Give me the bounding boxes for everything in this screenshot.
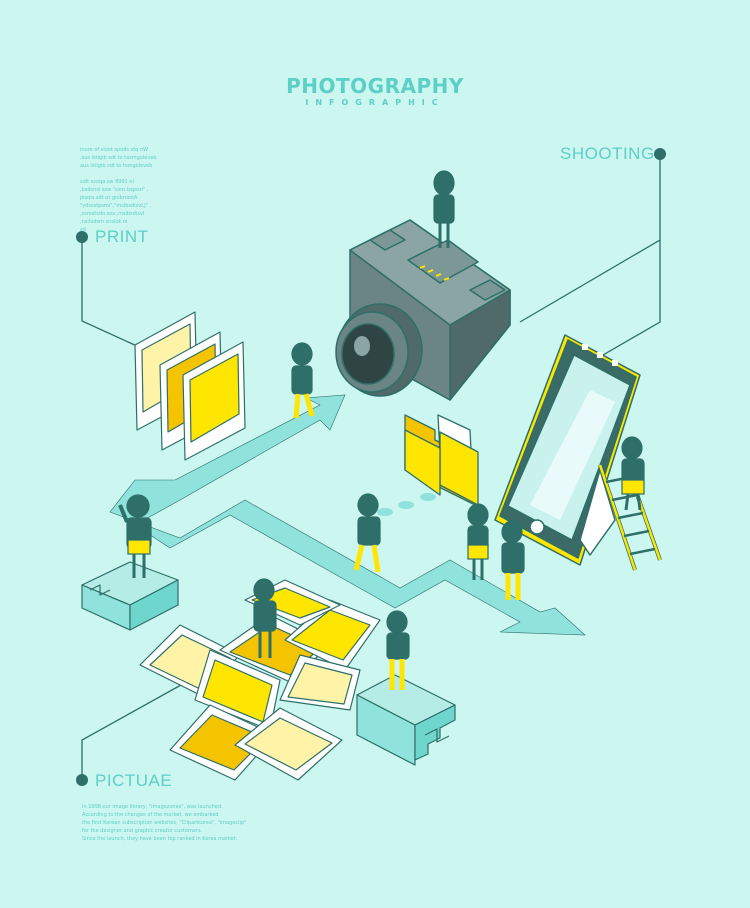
- text-line: aus lstigib sdt to tsmgoleveb: [80, 163, 153, 169]
- connector-dots: [76, 148, 666, 786]
- text-line: sdit ssoqa sw 8991 ni: [80, 179, 134, 185]
- print-connector-line: [81, 237, 151, 353]
- text-line: "ydssstpsmi","msibsdisvI.J" ,: [80, 203, 152, 209]
- label-pictuae: PICTUAE: [95, 771, 173, 790]
- text-line: inure of sloot spods stq nW: [80, 147, 149, 153]
- person-woman-back: [467, 503, 489, 580]
- text-line: According to the changes of the market, …: [82, 812, 219, 818]
- arrow-path: [109, 394, 586, 636]
- person-walking-top: [291, 342, 315, 419]
- text-line: pisqls sdt ot gnibroooA: [80, 195, 138, 201]
- text-line: ,sus lstigib sdt to tasmgoleveb: [80, 155, 157, 161]
- person-on-ladder: [621, 436, 645, 511]
- text-line: In 1998 our image library, "imagezones",…: [82, 804, 223, 810]
- text-line: ,nsitsdsm snsiok nI: [80, 219, 128, 225]
- page-subtitle: INFOGRAPHIC: [305, 98, 445, 107]
- pictuae-dot: [76, 774, 88, 786]
- path-dot: [377, 508, 393, 516]
- label-shooting: SHOOTING: [560, 144, 655, 163]
- text-line: for the designer and graphic creator cus…: [82, 828, 203, 834]
- text-line: ,ssmstsdo sxs ,msibsdisvI: [80, 211, 145, 217]
- stairs: [356, 674, 456, 766]
- mirrored-text-block: inure of sloot spods stq nW ,sus lstigib…: [80, 146, 157, 234]
- connector-lines: [81, 154, 661, 780]
- person-on-photos: [253, 578, 277, 658]
- person-on-camera: [433, 170, 455, 248]
- block-platform: [81, 561, 179, 631]
- people: [118, 170, 645, 690]
- text-line: ,bsdsnsl ssw "ssm.lsqasri" ,: [80, 187, 149, 193]
- smartphone-icon: [494, 334, 641, 566]
- text-line: sd: [80, 227, 86, 233]
- photo-prints: [134, 311, 246, 461]
- text-line: the first Korean subscription websites, …: [82, 820, 247, 826]
- person-waving: [118, 494, 152, 578]
- person-walking-middle: [353, 493, 381, 573]
- person-man-back: [501, 520, 525, 600]
- label-print: PRINT: [95, 227, 149, 246]
- path-dot: [420, 493, 436, 501]
- print-dot: [76, 231, 88, 243]
- person-on-stairs: [386, 610, 410, 690]
- text-line: [80, 170, 157, 178]
- shooting-dot: [654, 148, 666, 160]
- shooting-connector-line-upper: [519, 154, 661, 323]
- page-title: PHOTOGRAPHY: [286, 74, 464, 98]
- path-dot: [398, 501, 414, 509]
- text-line: Since the launch, they have been top ran…: [82, 836, 238, 842]
- pictuae-connector-line: [81, 679, 191, 780]
- camera-icon: [335, 219, 511, 401]
- description-text-block: In 1998 our image library, "imagezones",…: [82, 803, 246, 843]
- folder-icon: [404, 414, 479, 506]
